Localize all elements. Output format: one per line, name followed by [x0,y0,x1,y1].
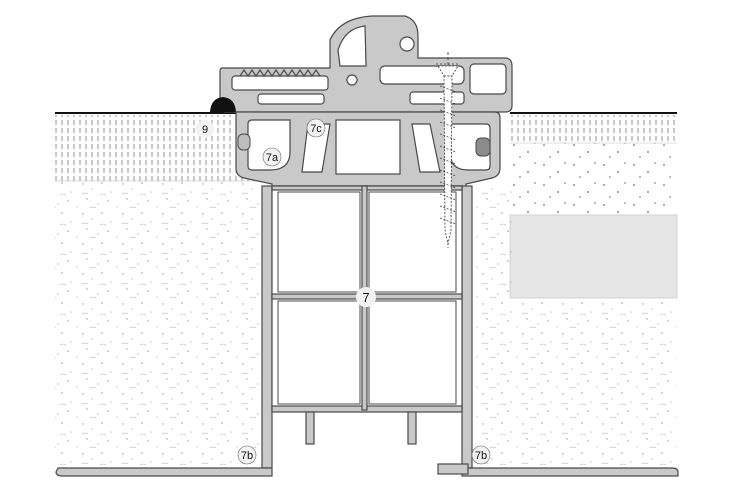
top-cap-profile [219,15,513,113]
label-7: 7 [356,287,376,307]
base-channel-profile [235,111,501,195]
label-7-text: 7 [362,290,369,305]
seal-bead [210,97,236,112]
channel-gasket [475,137,491,157]
label-7b-right: 7b [471,445,491,465]
label-7b-left: 7b [237,445,257,465]
label-7c-text: 7c [310,123,322,135]
label-7a-text: 7a [266,152,279,164]
label-7c: 7c [306,118,326,138]
label-7b-left-text: 7b [241,450,253,462]
channel-gasket-left [237,133,251,151]
left-insulation [55,112,260,471]
label-9-text: 9 [202,124,208,136]
right-wall-infill [470,185,512,468]
label-9: 9 [196,120,214,138]
right-insulation [509,112,678,468]
screw [436,52,460,248]
bottom-flanges [55,463,679,477]
label-7b-right-text: 7b [475,450,487,462]
mullion-chambers [277,191,457,405]
label-7a: 7a [262,147,282,167]
